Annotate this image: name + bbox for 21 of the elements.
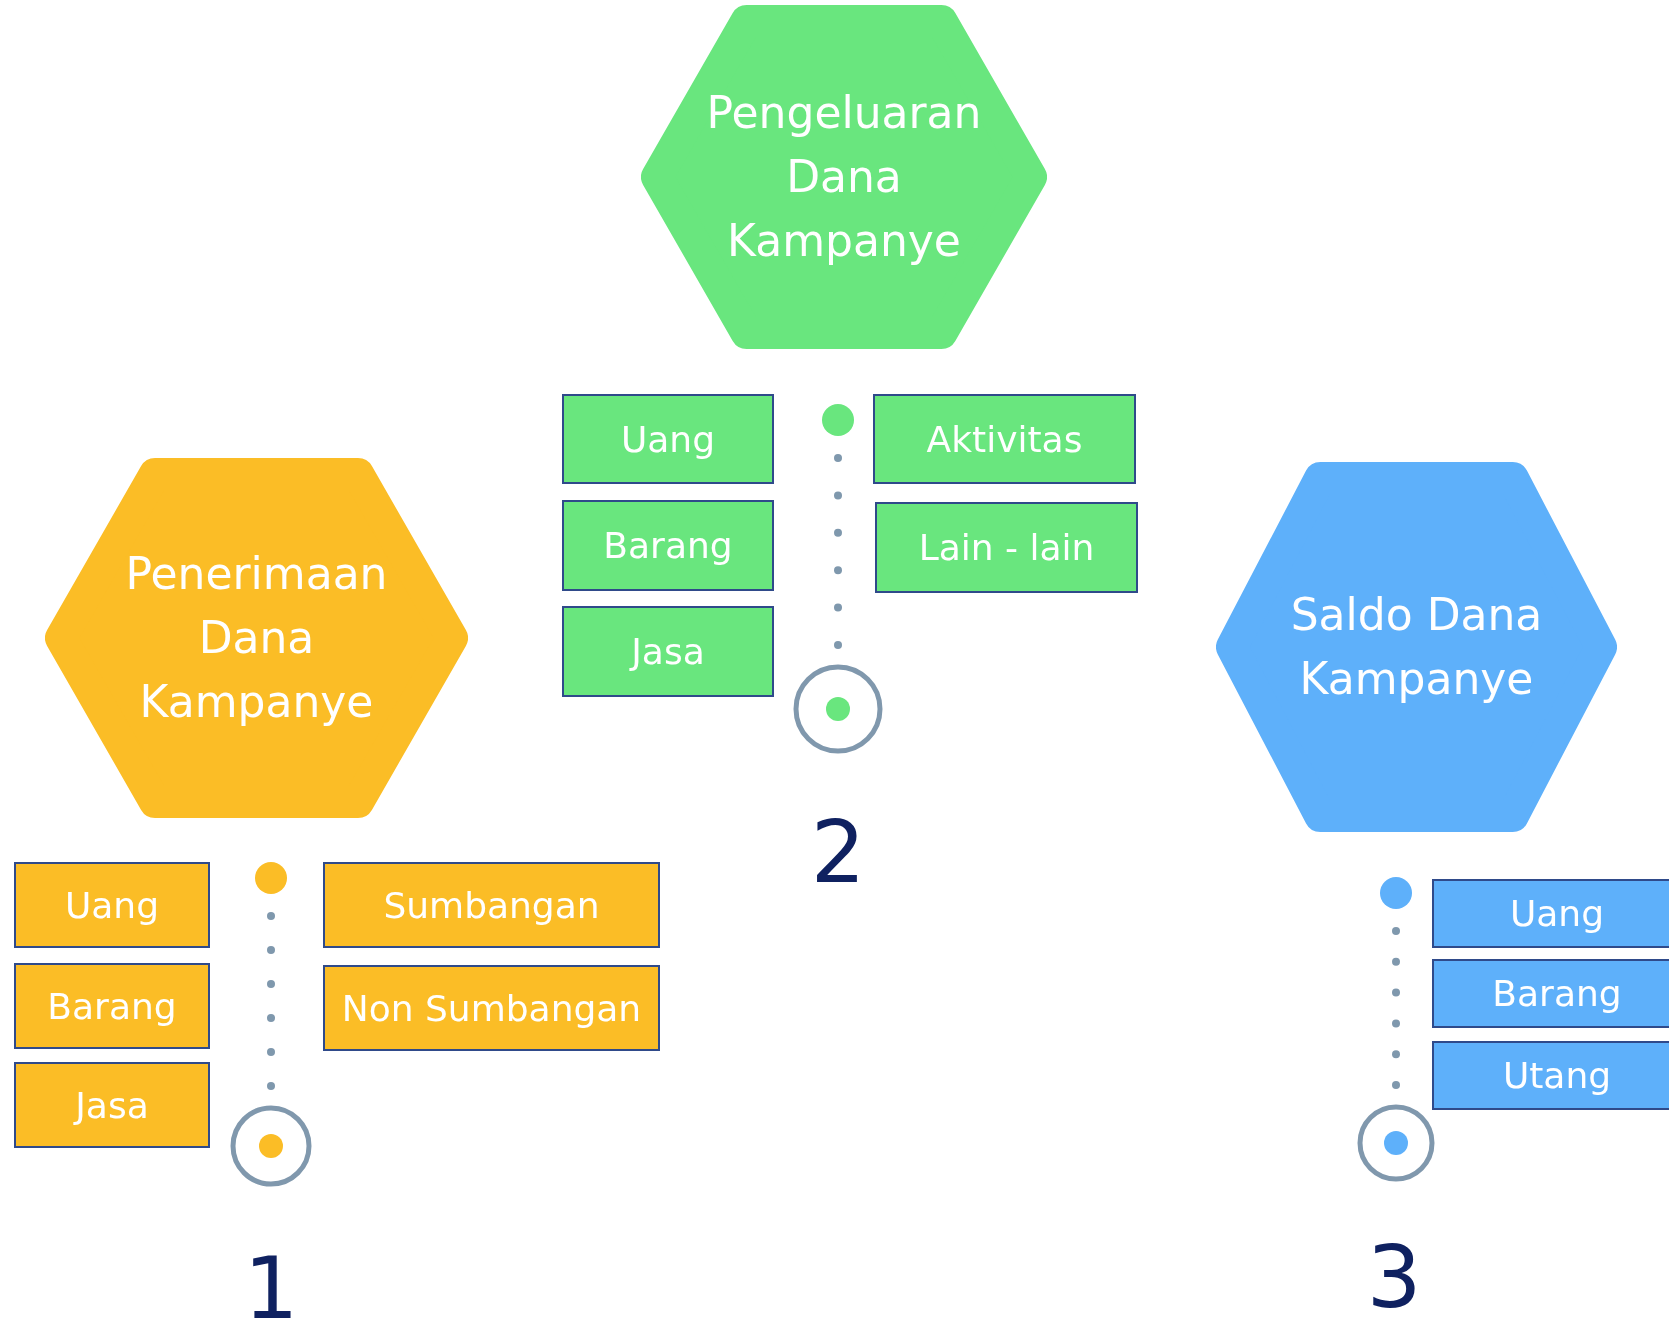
category-label: Jasa (14, 1062, 210, 1148)
category-label: Uang (1432, 879, 1669, 948)
category-label: Barang (1432, 959, 1669, 1028)
hexagon (1216, 462, 1617, 832)
category-label: Uang (562, 394, 774, 484)
hexagon-title: Saldo Dana Kampanye (1289, 588, 1544, 706)
step-number: 1 (243, 1245, 299, 1322)
category-label: Utang (1432, 1041, 1669, 1110)
category-label: Sumbangan (323, 862, 660, 948)
step-number: 2 (810, 809, 866, 895)
category-label: Aktivitas (873, 394, 1136, 484)
hexagon-title: Penerimaan Dana Kampanye (124, 547, 389, 729)
hexagon (45, 458, 468, 818)
category-label: Lain - lain (875, 502, 1138, 593)
category-label: Barang (14, 963, 210, 1049)
category-label: Jasa (562, 606, 774, 697)
step-number: 3 (1366, 1234, 1422, 1320)
hexagon (641, 5, 1047, 349)
category-label: Barang (562, 500, 774, 591)
category-label: Non Sumbangan (323, 965, 660, 1051)
category-label: Uang (14, 862, 210, 948)
